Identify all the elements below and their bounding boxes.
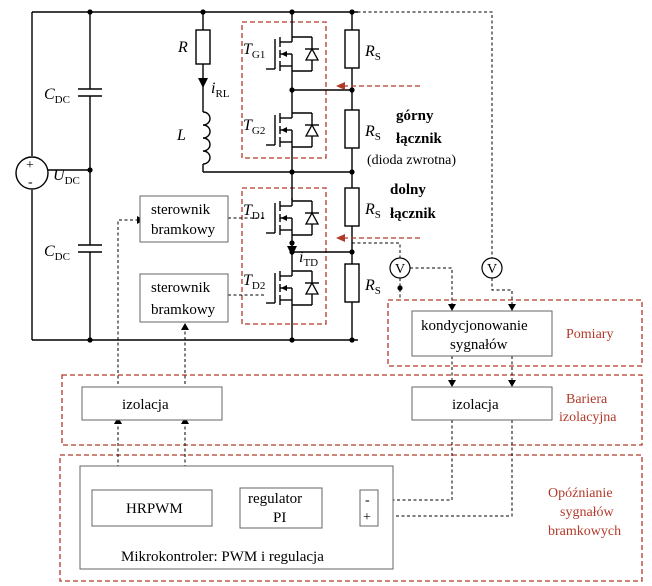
- svg-text:RS: RS: [364, 123, 381, 143]
- source-voltage-label: UDC: [53, 167, 80, 187]
- transistor-tg2: [265, 109, 320, 151]
- sense-resistor-4: [344, 263, 360, 303]
- transistor-td2-label: TD2: [243, 272, 265, 292]
- transistor-tg1: [265, 33, 320, 75]
- load-resistor: [195, 29, 211, 65]
- svg-text:bramkowy: bramkowy: [151, 222, 216, 238]
- capacitor-top: [78, 88, 102, 97]
- isolation-barrier-label-1: Bariera: [566, 392, 608, 407]
- gate-driver-top: sterownik bramkowy: [139, 195, 229, 243]
- svg-text:sterownik: sterownik: [151, 280, 211, 296]
- isolation-barrier-label-2: izolacyjna: [559, 410, 617, 425]
- svg-text:+: +: [26, 158, 34, 173]
- signal-conditioning-block: kondycjonowanie sygnałów: [411, 310, 553, 357]
- svg-text:iTD: iTD: [299, 249, 318, 269]
- svg-text:-: -: [365, 493, 370, 508]
- capacitor-bottom: [78, 244, 102, 253]
- isolation-barrier-region: [61, 374, 643, 446]
- load-current-label: iRL: [211, 80, 230, 100]
- svg-text:PI: PI: [273, 510, 286, 526]
- svg-text:Mikrokontroler: PWM i regulacj: Mikrokontroler: PWM i regulacja: [121, 549, 324, 565]
- svg-text:+: +: [363, 510, 371, 525]
- svg-text:regulator: regulator: [248, 491, 302, 507]
- gate-delay-label-1: Opóźnianie: [548, 486, 613, 501]
- dc-voltage-source: + -: [15, 156, 49, 190]
- transistor-tg1-label: TG1: [243, 41, 265, 61]
- low-side-switch-region: [241, 187, 327, 325]
- low-side-label-1: dolny: [390, 182, 426, 198]
- transistor-td2: [265, 267, 320, 309]
- svg-text:RS: RS: [364, 43, 381, 63]
- capacitor-bottom-label: CDC: [44, 243, 70, 263]
- load-inductor-label: L: [176, 127, 186, 144]
- pi-regulator-block: regulator PI: [239, 487, 323, 529]
- gate-driver-bottom: sterownik bramkowy: [139, 273, 229, 323]
- gate-delay-label-2: sygnałów: [560, 505, 615, 520]
- capacitor-top-label: CDC: [44, 86, 70, 106]
- svg-text:CDC: CDC: [44, 86, 70, 106]
- sense-resistor-2: [344, 109, 360, 149]
- high-side-label-2: łącznik: [396, 131, 442, 147]
- load-resistor-label: R: [177, 39, 188, 56]
- isolation-right-block: izolacja: [411, 386, 553, 421]
- gate-delay-label-3: bramkowych: [548, 524, 621, 539]
- svg-text:izolacja: izolacja: [452, 397, 499, 413]
- diode-current-arrow: [287, 246, 297, 256]
- diode-current-label: iTD: [299, 249, 318, 269]
- svg-text:RS: RS: [364, 277, 381, 297]
- sense-resistor-3-label: RS: [364, 201, 381, 221]
- sense-resistor-3: [344, 187, 360, 227]
- transistor-tg2-label: TG2: [243, 117, 265, 137]
- load-current-arrow: [198, 78, 208, 88]
- transistor-td1-label: TD1: [243, 202, 265, 222]
- voltmeter-1: V: [389, 257, 411, 279]
- sense-resistor-4-label: RS: [364, 277, 381, 297]
- svg-text:V: V: [487, 262, 497, 277]
- svg-text:sygnałów: sygnałów: [450, 337, 508, 353]
- svg-text:-: -: [28, 175, 33, 190]
- low-side-label-2: łącznik: [390, 206, 436, 222]
- svg-text:TD1: TD1: [243, 202, 265, 222]
- svg-text:iRL: iRL: [211, 80, 230, 100]
- svg-text:TG1: TG1: [243, 41, 265, 61]
- microcontroller-block: Mikrokontroler: PWM i regulacja: [79, 465, 394, 570]
- error-comparator: - +: [359, 489, 379, 527]
- transistor-td1: [265, 197, 320, 239]
- measurements-region-label: Pomiary: [566, 327, 613, 342]
- svg-text:UDC: UDC: [53, 167, 80, 187]
- svg-text:bramkowy: bramkowy: [151, 302, 216, 318]
- sense-resistor-2-label: RS: [364, 123, 381, 143]
- svg-text:sterownik: sterownik: [151, 202, 211, 218]
- svg-text:TG2: TG2: [243, 117, 265, 137]
- sense-resistor-1-label: RS: [364, 43, 381, 63]
- freewheel-label: (dioda zwrotna): [367, 153, 456, 168]
- sense-resistor-1: [344, 29, 360, 69]
- svg-text:TD2: TD2: [243, 272, 265, 292]
- high-side-label-1: górny: [396, 108, 434, 124]
- svg-text:kondycjonowanie: kondycjonowanie: [421, 318, 528, 334]
- load-inductor: [202, 111, 211, 165]
- svg-text:HRPWM: HRPWM: [126, 501, 183, 517]
- gate-delay-region: [59, 454, 643, 582]
- isolation-left-block: izolacja: [81, 386, 223, 421]
- svg-text:V: V: [395, 262, 405, 277]
- svg-text:izolacja: izolacja: [122, 397, 169, 413]
- hrpwm-block: HRPWM: [91, 489, 213, 527]
- svg-text:RS: RS: [364, 201, 381, 221]
- svg-text:CDC: CDC: [44, 243, 70, 263]
- voltmeter-2: V: [481, 257, 503, 279]
